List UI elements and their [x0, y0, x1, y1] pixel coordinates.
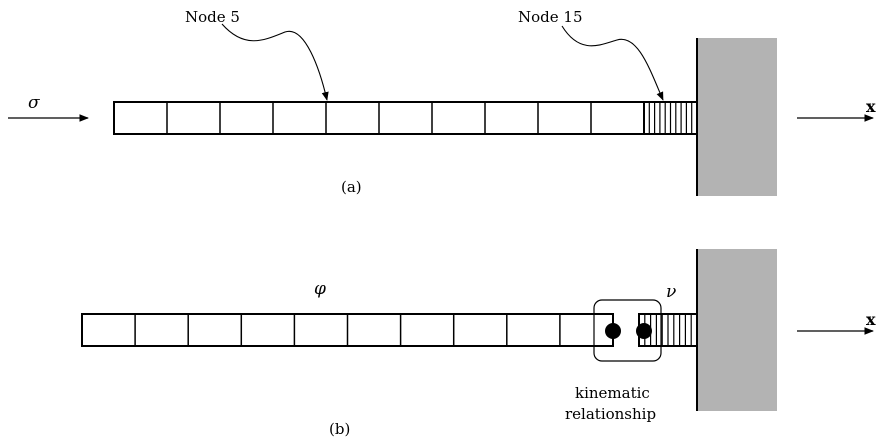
x-axis-label-a: x: [866, 97, 876, 116]
caption-b: (b): [329, 420, 350, 438]
panel-b: x φ ν kinematic relationship (b): [81, 249, 876, 438]
bar-a: [113, 101, 698, 135]
node15-pointer: [561, 25, 664, 101]
wall-b: [697, 249, 777, 411]
coupling-node-right: [636, 323, 652, 339]
kinematic-box: [593, 299, 662, 362]
wall-a: [697, 38, 777, 196]
coupling-node-left: [605, 323, 621, 339]
sigma-label: σ: [28, 93, 40, 113]
nu-label: ν: [666, 282, 676, 302]
panel-a: σ x Node 5 Node 15 (a): [8, 8, 876, 196]
caption-a: (a): [341, 178, 362, 196]
x-axis-label-b: x: [866, 310, 876, 329]
node5-label: Node 5: [185, 8, 240, 26]
bar-b: [81, 313, 698, 347]
kinematic-line2: relationship: [565, 405, 656, 423]
node15-label: Node 15: [518, 8, 583, 26]
phi-label: φ: [314, 279, 326, 299]
kinematic-line1: kinematic: [575, 384, 650, 402]
node5-pointer: [221, 23, 329, 101]
